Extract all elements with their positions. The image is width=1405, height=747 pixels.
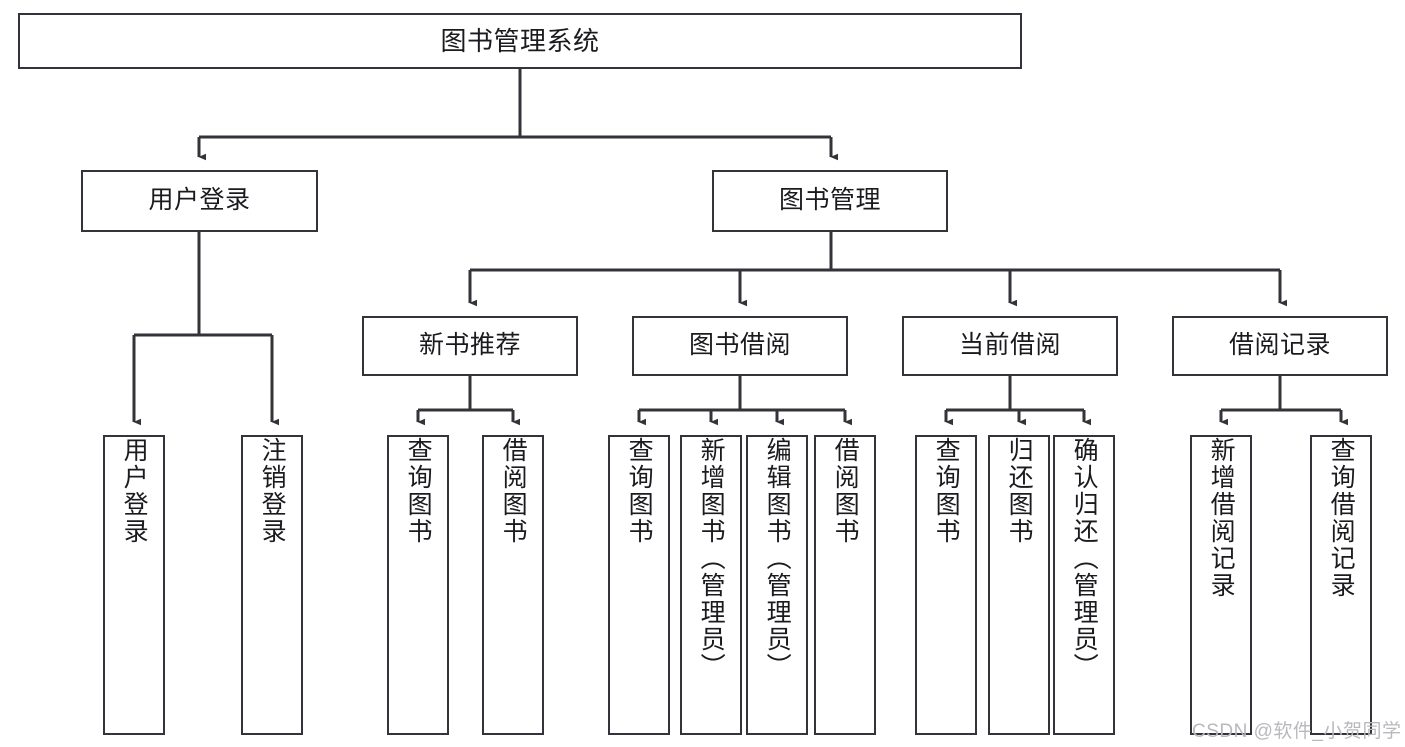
node-current-borrow[interactable]: 当前借阅 bbox=[902, 316, 1118, 376]
node-leaf-borrow-book-2-label: 借阅图书 bbox=[831, 437, 860, 545]
node-leaf-user-logout[interactable]: 注销登录 bbox=[241, 435, 303, 735]
node-book-borrow-label: 图书借阅 bbox=[688, 331, 791, 360]
node-leaf-query-book-2-label: 查询图书 bbox=[625, 437, 654, 545]
node-user-login[interactable]: 用户登录 bbox=[81, 170, 318, 232]
node-user-login-label: 用户登录 bbox=[148, 186, 251, 215]
node-leaf-confirm-return-admin[interactable]: 确认归还（管理员） bbox=[1053, 435, 1115, 735]
node-leaf-borrow-book-1[interactable]: 借阅图书 bbox=[482, 435, 544, 735]
node-leaf-return-book-label: 归还图书 bbox=[1005, 437, 1034, 545]
node-leaf-add-borrow-record[interactable]: 新增借阅记录 bbox=[1190, 435, 1252, 735]
node-leaf-borrow-book-2[interactable]: 借阅图书 bbox=[814, 435, 876, 735]
node-leaf-query-borrow-record-label: 查询借阅记录 bbox=[1327, 437, 1356, 599]
node-leaf-edit-book-admin-label: 编辑图书（管理员） bbox=[763, 437, 792, 680]
node-leaf-query-book-2[interactable]: 查询图书 bbox=[608, 435, 670, 735]
node-leaf-query-book-3[interactable]: 查询图书 bbox=[915, 435, 977, 735]
node-leaf-user-login-label: 用户登录 bbox=[120, 437, 149, 545]
node-leaf-query-borrow-record[interactable]: 查询借阅记录 bbox=[1310, 435, 1372, 735]
node-leaf-add-book-admin[interactable]: 新增图书（管理员） bbox=[680, 435, 742, 735]
node-leaf-return-book[interactable]: 归还图书 bbox=[988, 435, 1050, 735]
node-new-book-rec-label: 新书推荐 bbox=[418, 331, 521, 360]
node-book-borrow[interactable]: 图书借阅 bbox=[632, 316, 848, 376]
node-root-label: 图书管理系统 bbox=[440, 25, 600, 56]
node-leaf-add-borrow-record-label: 新增借阅记录 bbox=[1207, 437, 1236, 599]
node-new-book-rec[interactable]: 新书推荐 bbox=[362, 316, 578, 376]
node-root[interactable]: 图书管理系统 bbox=[18, 13, 1022, 69]
node-borrow-record-label: 借阅记录 bbox=[1228, 331, 1331, 360]
node-book-manage-label: 图书管理 bbox=[778, 186, 881, 215]
node-borrow-record[interactable]: 借阅记录 bbox=[1172, 316, 1388, 376]
node-leaf-add-book-admin-label: 新增图书（管理员） bbox=[697, 437, 726, 680]
node-leaf-user-logout-label: 注销登录 bbox=[258, 437, 287, 545]
node-leaf-confirm-return-admin-label: 确认归还（管理员） bbox=[1070, 437, 1099, 680]
node-leaf-query-book-1[interactable]: 查询图书 bbox=[387, 435, 449, 735]
node-leaf-edit-book-admin[interactable]: 编辑图书（管理员） bbox=[746, 435, 808, 735]
node-leaf-user-login[interactable]: 用户登录 bbox=[103, 435, 165, 735]
node-leaf-borrow-book-1-label: 借阅图书 bbox=[499, 437, 528, 545]
node-current-borrow-label: 当前借阅 bbox=[958, 331, 1061, 360]
node-leaf-query-book-3-label: 查询图书 bbox=[932, 437, 961, 545]
csdn-watermark: CSDN @软件_小贺同学 bbox=[1192, 721, 1402, 742]
node-book-manage[interactable]: 图书管理 bbox=[712, 170, 948, 232]
node-leaf-query-book-1-label: 查询图书 bbox=[404, 437, 433, 545]
